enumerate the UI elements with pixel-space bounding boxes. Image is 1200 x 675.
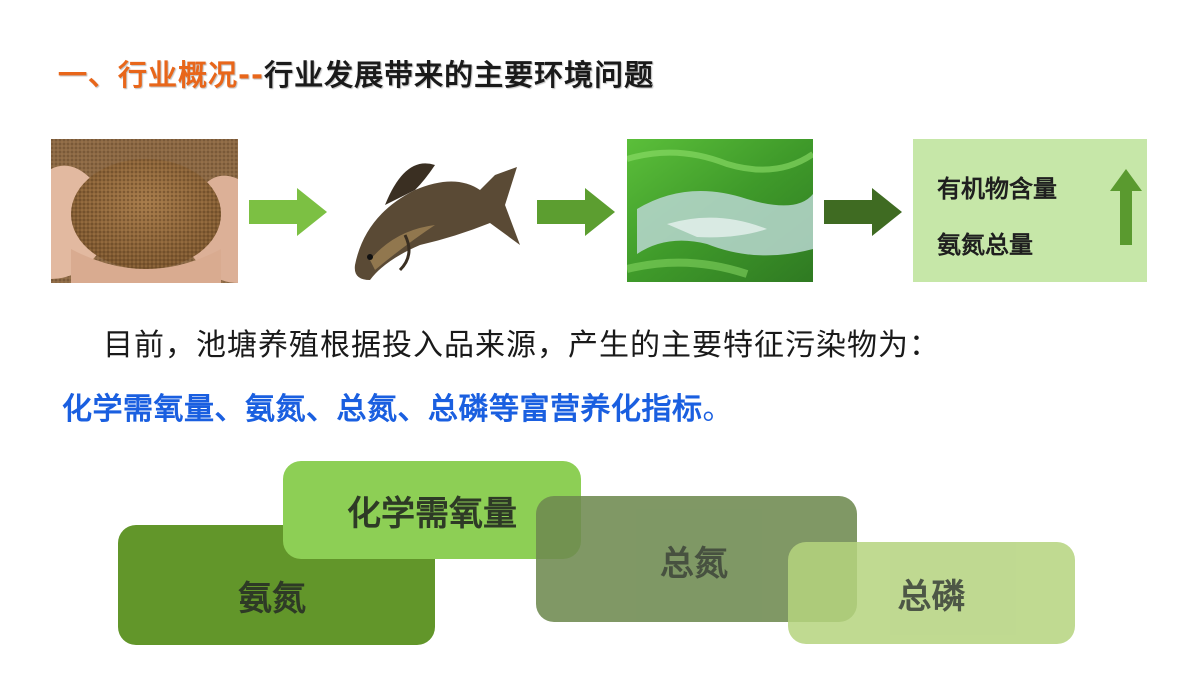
description-text: 目前，池塘养殖根据投入品来源，产生的主要特征污染物为： [103,328,940,363]
total-phosphorus-block: 总磷 [788,542,1075,644]
result-box: 有机物含量 氨氮总量 [913,139,1147,282]
indicators-end: 。 [702,392,733,427]
organic-matter-label: 有机物含量 [937,175,1057,203]
cod-block: 化学需氧量 [283,461,581,559]
total-ammonia-label: 氨氮总量 [937,231,1033,259]
right-arrow-icon [824,188,902,236]
right-arrow-icon [249,188,327,236]
algae-water-image [627,139,813,282]
total-phosphorus-block-label: 总磷 [897,576,966,617]
title-subject: 行业发展带来的主要环境问题 [264,58,655,92]
ammonia-block-label: 氨氮 [238,578,306,619]
up-arrow-icon [1110,169,1142,245]
indicators-text: 化学需氧量、氨氮、总氮、总磷等富营养化指标。 [62,384,733,428]
cod-block-label: 化学需氧量 [347,493,517,534]
title-section: 一、行业概况-- [58,58,265,92]
feed-pellets-image [51,139,238,283]
indicators-highlight: 化学需氧量、氨氮、总氮、总磷等富营养化指标 [62,392,703,427]
page-title: 一、行业概况--行业发展带来的主要环境问题 [58,52,654,94]
right-arrow-icon [537,188,615,236]
carp-fish-image [345,145,520,285]
total-nitrogen-block-label: 总氮 [660,544,728,584]
